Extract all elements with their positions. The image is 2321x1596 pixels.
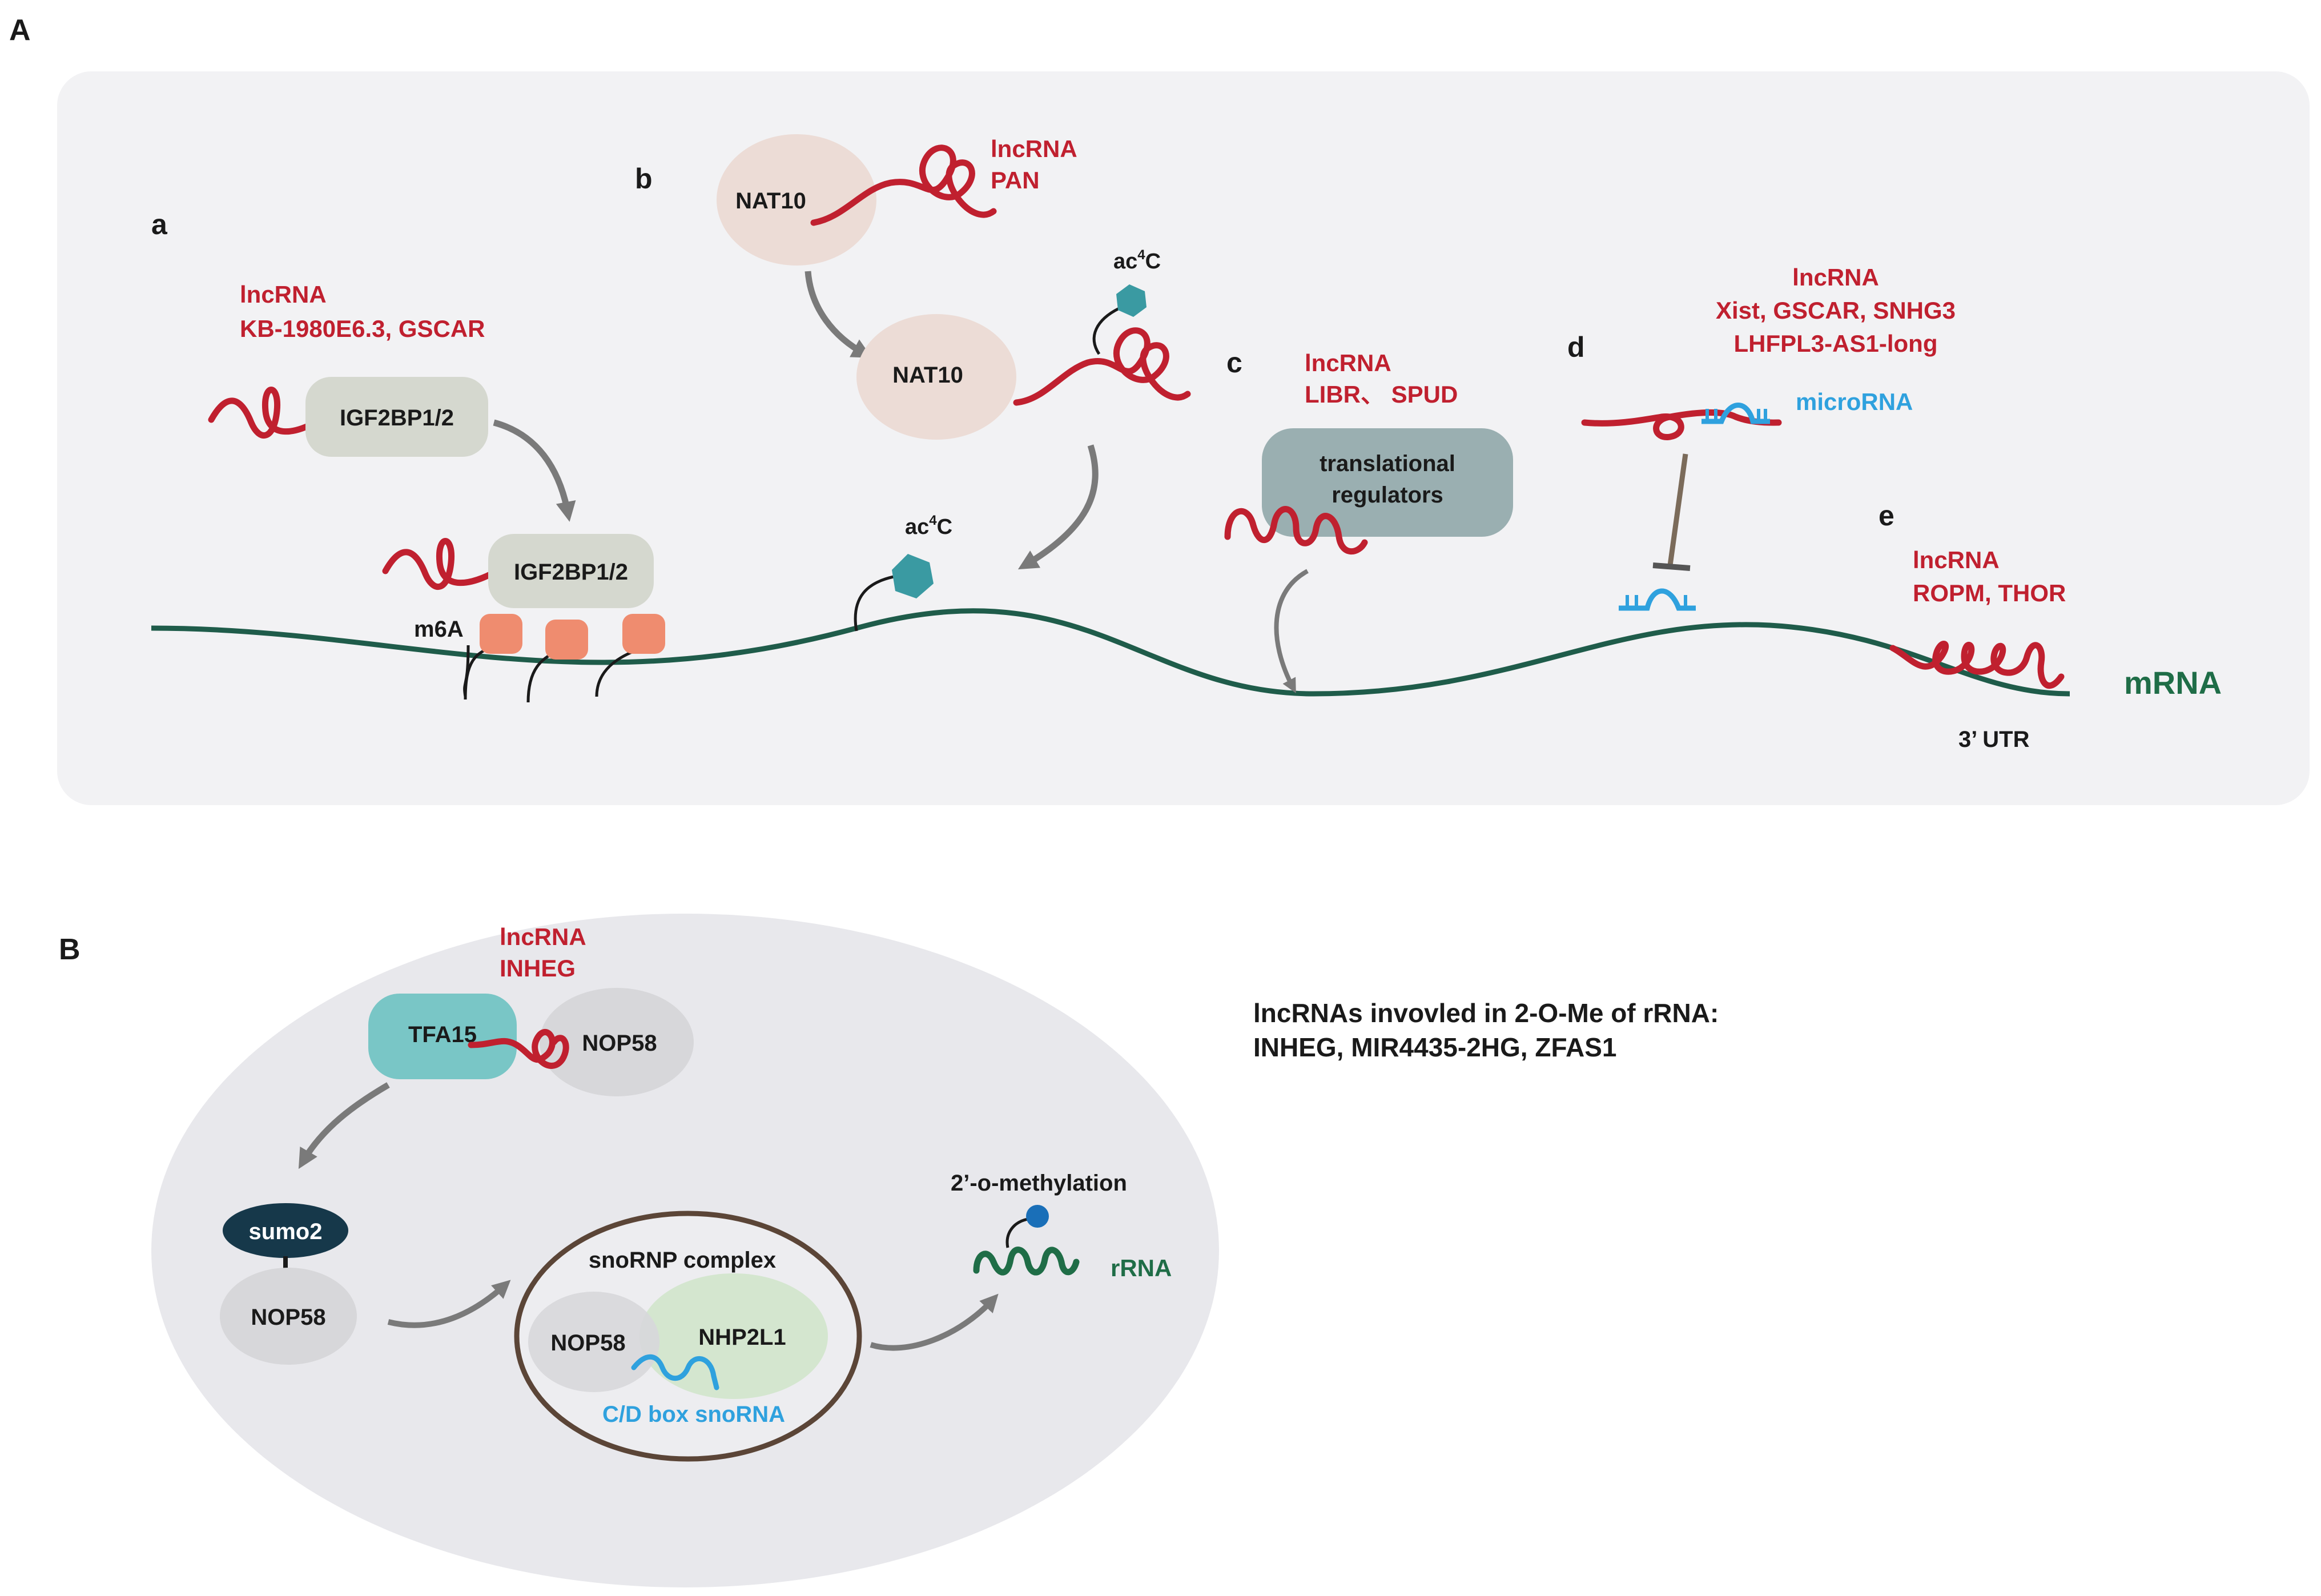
section-d-lncrna-names1: Xist, GSCAR, SNHG3 [1716,297,1956,324]
igf2bp-lower-label: IGF2BP1/2 [514,560,628,585]
section-a-lncrna-lower [382,538,500,590]
panel-a-background [57,71,2310,805]
sumo2-label: sumo2 [249,1219,323,1244]
nat10-lower-label: NAT10 [892,363,963,388]
section-e-lncrna-names: ROPM, THOR [1913,580,2066,606]
nhp2l1-label: NHP2L1 [698,1325,786,1350]
nat10-upper-label: NAT10 [735,188,806,214]
section-b-arrow-1 [804,271,872,358]
section-c-letter: c [1226,347,1242,379]
section-c-lncrna-names: LIBR、 SPUD [1305,381,1458,408]
section-a-letter: a [151,208,168,240]
ac4c-mark-lower [892,554,934,598]
mrna-strand [151,608,2070,697]
microrna-label: microRNA [1796,388,1913,415]
section-b-lncrna-upper [810,144,997,226]
ac4c-lower-main: ac [905,515,929,539]
side-note-line1: lncRNAs invovled in 2-O-Me of rRNA: [1253,998,1719,1028]
ac4c-mark-upper [1116,284,1147,317]
nop58-upper-label: NOP58 [582,1031,657,1056]
igf2bp-protein-upper [305,377,488,457]
snornp-complex-title: snoRNP complex [589,1248,776,1273]
nop58-upper [540,988,694,1096]
section-d-microrna-bound-ticks [1705,409,1767,420]
ac4c-stem-lower [854,575,894,632]
section-d-inhibition-bar [1652,562,1691,571]
section-b-lncrna-lower [1013,327,1191,406]
translational-regulators-line2: regulators [1332,483,1443,508]
panel-b-lncrna-names: INHEG [500,955,576,982]
igf2bp-protein-lower [488,534,654,608]
nop58-middle-label: NOP58 [251,1305,325,1330]
utr-label: 3’ UTR [1958,727,2030,752]
section-a-lncrna-names: KB-1980E6.3, GSCAR [240,315,485,342]
ac4c-lower-sup: 4 [929,513,937,528]
tfa15-protein [368,994,517,1079]
m6a-mark-2 [545,620,588,660]
section-e-lncrna-title: lncRNA [1913,546,2000,573]
panel-a-letter: A [9,14,31,47]
section-b-lncrna-names: PAN [991,167,1040,194]
ac4c-stem-upper [1092,307,1120,355]
methyl-stem [1005,1217,1028,1248]
methyl-group [1026,1205,1049,1228]
nat10-enzyme-lower [856,314,1016,440]
translational-regulators-box [1262,428,1513,537]
methylation-label: 2’-o-methylation [951,1171,1127,1196]
ac4c-upper-tail: C [1145,250,1161,274]
section-c-lncrna [1224,506,1368,555]
ac4c-label-lower: ac4C [905,513,952,539]
panel-b-arrow-2 [387,1280,511,1328]
section-d-microrna-free [1619,588,1696,611]
section-d-microrna-bound [1701,403,1770,424]
ac4c-label-upper: ac4C [1113,247,1161,274]
m6a-label: m6A [414,617,464,642]
ac4c-lower-tail: C [937,515,952,539]
panel-b-lncrna [468,1029,569,1069]
section-d-lncrna [1581,409,1782,440]
section-b-lncrna-title: lncRNA [991,135,1077,162]
nat10-enzyme-upper [717,134,876,266]
igf2bp-upper-label: IGF2BP1/2 [340,405,454,431]
mrna-label: mRNA [2124,665,2222,701]
panel-b-arrow-1 [298,1082,390,1169]
panel-b-letter: B [59,933,81,966]
snorna-label: C/D box snoRNA [602,1402,785,1427]
section-d-lncrna-title: lncRNA [1792,264,1879,291]
section-c-lncrna-title: lncRNA [1305,349,1391,376]
section-b-letter: b [635,163,653,195]
section-e-lncrna [1889,641,2065,689]
m6a-mark-3 [622,614,665,654]
section-c-arrow [1274,569,1309,694]
rrna-strand [973,1247,1080,1276]
section-a-arrow [493,419,576,522]
snorna-strand [631,1354,719,1390]
sumo2-protein [223,1203,348,1258]
translational-regulators-line1: translational [1320,451,1455,476]
section-d-lncrna-names2: LHFPL3-AS1-long [1734,330,1938,357]
ac4c-upper-sup: 4 [1137,247,1145,263]
nop58-complex-label: NOP58 [550,1330,625,1356]
m6a-mark-1 [480,614,522,654]
section-d-microrna-free-ticks [1626,595,1687,606]
nop58-middle [220,1268,357,1365]
section-d-inhibition-line [1667,453,1688,566]
rrna-label: rRNA [1111,1255,1172,1281]
panel-b-lncrna-title: lncRNA [500,923,586,950]
nop58-complex [528,1292,659,1392]
tfa15-label: TFA15 [408,1022,477,1047]
section-a-lncrna-upper [208,387,323,439]
ac4c-upper-main: ac [1113,250,1137,274]
section-e-letter: e [1878,500,1894,532]
side-note-line2: INHEG, MIR4435-2HG, ZFAS1 [1253,1032,1617,1062]
panel-b-arrow-3 [870,1293,999,1351]
section-a-lncrna-title: lncRNA [240,281,327,308]
section-d-letter: d [1567,331,1585,363]
section-b-arrow-2 [1017,444,1099,570]
